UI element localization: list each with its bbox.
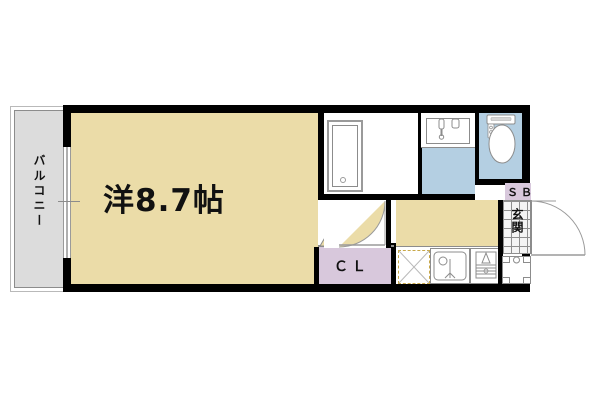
room-door-swing-icon: [324, 200, 386, 248]
washbasin-faucet-icon: [438, 118, 460, 140]
wall-hall-right-stub: [386, 200, 391, 248]
toilet-bowl-icon: [486, 114, 516, 164]
bathtub-drain-icon: [340, 177, 346, 183]
wall-washroom-bottom: [421, 194, 475, 200]
main-room-label: 洋8.7帖: [103, 183, 225, 219]
wall-bath-bottom: [318, 194, 421, 200]
wall-washroom-left: [418, 113, 422, 200]
wall-genkan-left: [498, 200, 503, 292]
wall-left-lower: [63, 258, 71, 292]
room-closet: [318, 247, 394, 284]
room-main: [71, 113, 318, 284]
wall-toilet-left: [475, 113, 479, 185]
cooktop-icon: [475, 251, 497, 279]
balcony-window-handle: [58, 201, 80, 202]
wall-top: [63, 105, 530, 113]
shoe-box-label: ＳＢ: [507, 186, 535, 199]
wall-bath-left: [318, 105, 324, 200]
hall-floor: [396, 200, 502, 246]
genkan-label: 玄関: [510, 208, 524, 234]
balcony-window-sash: [66, 147, 68, 258]
wall-bottom: [63, 284, 530, 292]
balcony-label: バルコニー: [32, 154, 46, 229]
washbasin-bowl: [426, 118, 470, 144]
bathtub-inner: [332, 125, 358, 187]
washer-space-cross-icon: [398, 250, 430, 284]
wall-left-upper: [63, 105, 71, 147]
kitchen-sink-icon: [433, 251, 467, 281]
room-balcony: [14, 110, 64, 288]
wall-toilet-bottom: [475, 179, 522, 185]
wall-closet-left: [314, 247, 319, 292]
room-genkan: [502, 200, 531, 254]
closet-label: ＣＬ: [334, 259, 370, 275]
wall-closet-right: [391, 243, 396, 292]
shoe-box: [505, 183, 531, 200]
entrance-door-swing-icon: [530, 200, 586, 256]
kitchen-counter-top-line: [396, 246, 502, 247]
shoe-cabinet-icon: [502, 256, 531, 284]
entrance-door-leaf[interactable]: [530, 200, 532, 254]
